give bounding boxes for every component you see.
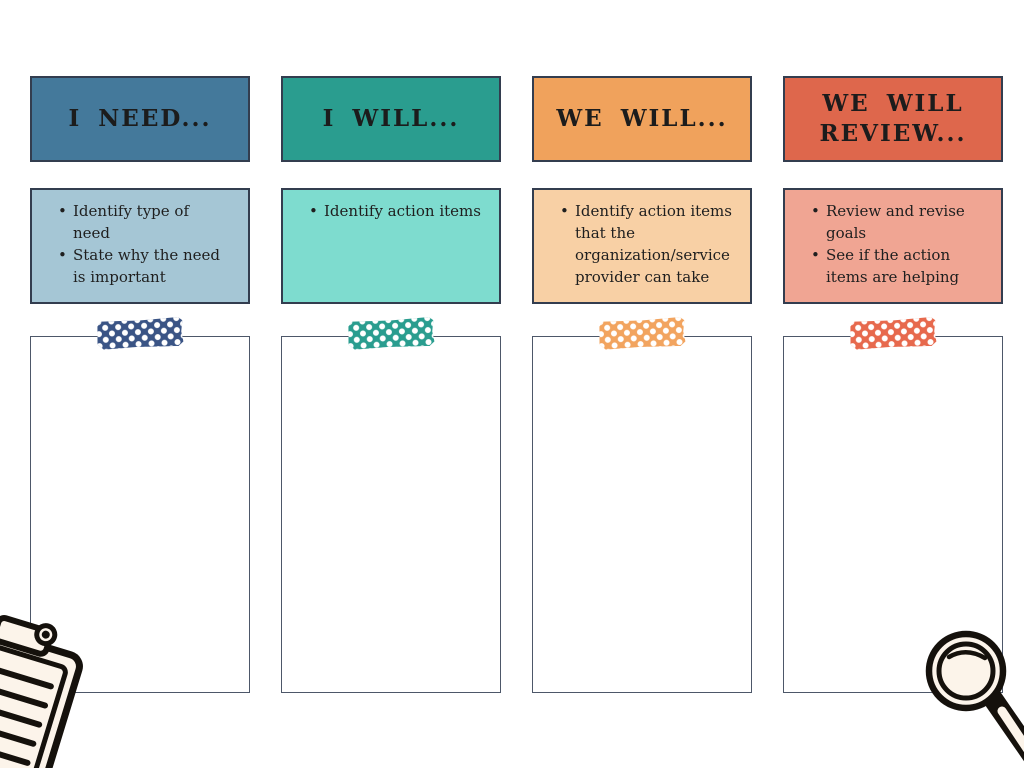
column-header-label: WE WILL REVIEW... (819, 90, 967, 147)
note-item: Identify action items that the organizat… (560, 200, 732, 288)
column-i-will: I WILL... Identify action items (281, 76, 501, 736)
column-we-will: WE WILL... Identify action items that th… (532, 76, 752, 736)
washi-tape-icon (598, 317, 685, 350)
column-header: I NEED... (30, 76, 250, 162)
column-we-will-review: WE WILL REVIEW... Review and revise goal… (783, 76, 1003, 736)
note-item: State why the need is important (58, 244, 230, 288)
column-header-label: WE WILL... (556, 105, 728, 133)
workspace-box[interactable] (30, 336, 250, 693)
column-header: WE WILL... (532, 76, 752, 162)
column-header-label: I NEED... (68, 105, 212, 133)
notes-box: Identify action items (281, 188, 501, 304)
notes-box: Identify action items that the organizat… (532, 188, 752, 304)
notes-list: Identify type of needState why the need … (58, 200, 230, 288)
workspace-box[interactable] (532, 336, 752, 693)
washi-tape-icon (347, 317, 434, 350)
note-item: Review and revise goals (811, 200, 983, 244)
column-header: I WILL... (281, 76, 501, 162)
column-i-need: I NEED... Identify type of needState why… (30, 76, 250, 736)
note-item: See if the action items are helping (811, 244, 983, 288)
notes-box: Review and revise goalsSee if the action… (783, 188, 1003, 304)
notes-list: Identify action items that the organizat… (560, 200, 732, 288)
workspace-box[interactable] (783, 336, 1003, 693)
workspace-box[interactable] (281, 336, 501, 693)
column-header-label: I WILL... (322, 105, 460, 133)
note-item: Identify action items (309, 200, 481, 222)
washi-tape-icon (96, 317, 183, 350)
note-item: Identify type of need (58, 200, 230, 244)
washi-tape-icon (849, 317, 936, 350)
notes-box: Identify type of needState why the need … (30, 188, 250, 304)
column-header: WE WILL REVIEW... (783, 76, 1003, 162)
notes-list: Identify action items (309, 200, 481, 222)
notes-list: Review and revise goalsSee if the action… (811, 200, 983, 288)
